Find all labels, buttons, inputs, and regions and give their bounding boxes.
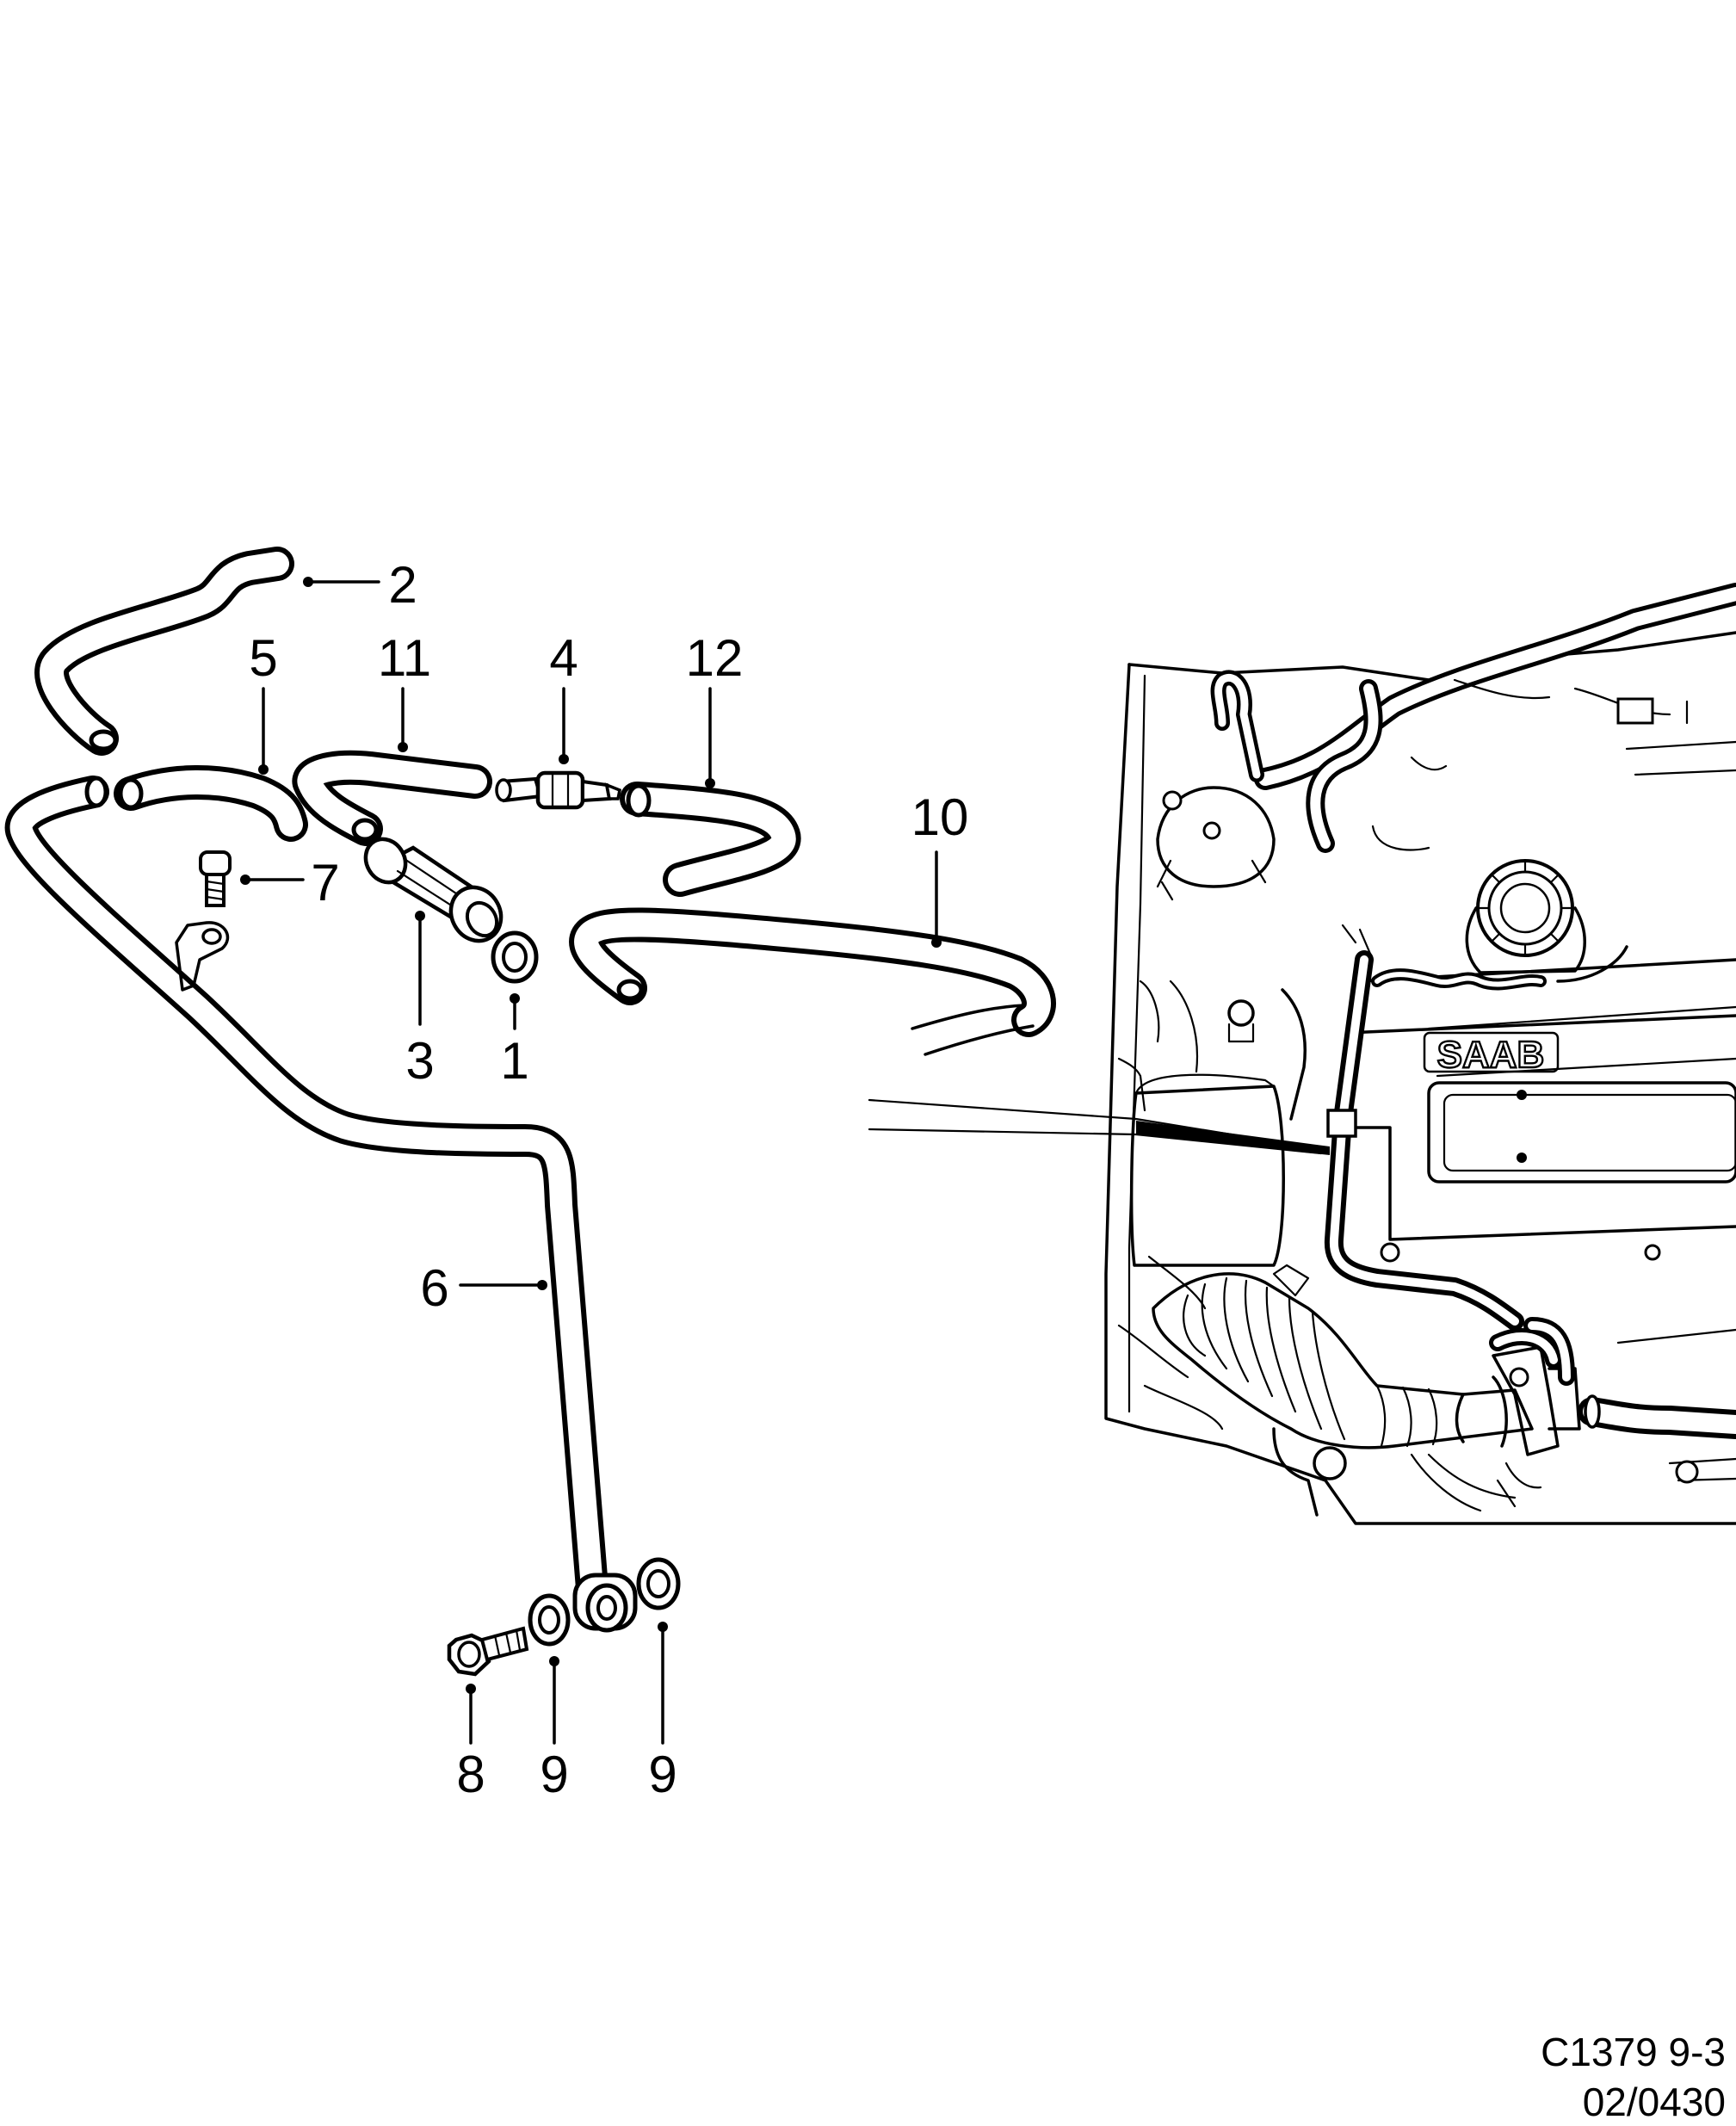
engine-bay-illustration: SAAB	[868, 583, 1736, 1525]
callout-12: 12	[686, 629, 744, 687]
pipe-part-6	[4, 776, 638, 1633]
callout-4: 4	[549, 629, 578, 687]
bolt-part-8	[447, 1626, 529, 1677]
callout-5: 5	[249, 629, 277, 687]
callout-6: 6	[420, 1259, 448, 1317]
callout-10: 10	[911, 788, 969, 846]
callout-1: 1	[500, 1032, 528, 1090]
saab-logo-text: SAAB	[1437, 1034, 1545, 1076]
bolt-part-7	[199, 850, 232, 907]
callout-7: 7	[311, 854, 339, 912]
hose-part-10	[569, 907, 1056, 1056]
leader-lines	[240, 577, 942, 1745]
valve-part-3	[363, 837, 504, 943]
hose-part-5	[114, 765, 308, 842]
hose-part-2	[34, 547, 294, 756]
oring-part-1	[491, 930, 539, 984]
figure-reference: C1379 9-3 02/0430	[1541, 2030, 1726, 2124]
saab-logo: SAAB	[1423, 1031, 1560, 1077]
figure-revision: 02/0430	[1583, 2080, 1726, 2124]
callout-3: 3	[405, 1032, 434, 1090]
callout-11: 11	[378, 629, 431, 687]
washer-part-9-left	[528, 1593, 571, 1647]
bracket	[175, 921, 230, 992]
callout-2: 2	[388, 556, 417, 614]
expansion-tank	[1156, 786, 1276, 901]
hose-part-11	[292, 750, 492, 846]
callout-labels: 2 5 11 4 12 10 7 3 1 6 8 9 9	[249, 556, 968, 1803]
hose-part-12	[620, 782, 801, 897]
washer-part-9-right	[636, 1557, 681, 1610]
callout-9-right: 9	[648, 1746, 676, 1803]
figure-code: C1379 9-3	[1541, 2030, 1726, 2074]
intake-hose	[1152, 1264, 1534, 1449]
oil-filler-cap	[1465, 859, 1586, 974]
check-valve-part-4	[495, 770, 622, 810]
callout-8: 8	[456, 1746, 485, 1803]
callout-9-left: 9	[540, 1746, 568, 1803]
